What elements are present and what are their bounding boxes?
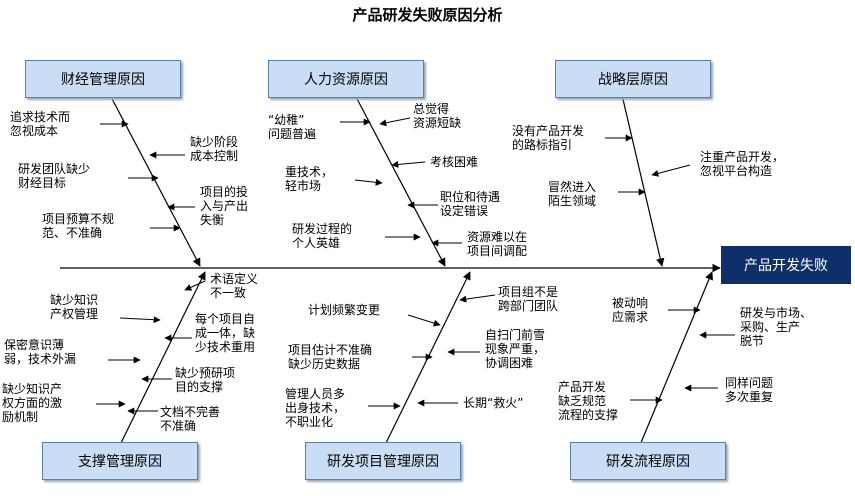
cause-s1: 没有产品开发 的路标指引	[512, 124, 585, 152]
cause-h1: “幼稚” 问题普遍	[268, 113, 317, 141]
bone-project	[384, 271, 471, 446]
cause-p5: 管理人员多 出身技术， 不职业化	[285, 387, 346, 429]
cause-p2: 项目组不是 跨部门团队	[498, 285, 559, 313]
category-hr: 人力资源原因	[268, 60, 424, 98]
cause-f5: 项目预算不规 范、不准确	[42, 212, 115, 240]
cause-h2: 总觉得 资源短缺	[413, 102, 462, 130]
cause-p6: 长期“救火”	[463, 396, 524, 410]
bone-finance	[109, 94, 201, 267]
arrow-h4	[354, 178, 383, 186]
category-process: 研发流程原因	[570, 442, 726, 480]
arrow-u1	[184, 280, 206, 291]
cause-h3: 考核困难	[430, 155, 479, 169]
cause-u2: 缺少知识 产权管理	[50, 293, 99, 321]
bone-process	[639, 271, 713, 446]
cause-u1: 术语定义 不一致	[210, 272, 259, 300]
cause-f3: 研发团队缺少 财经目标	[18, 162, 91, 190]
cause-s3: 冒然进入 陌生领域	[548, 180, 597, 208]
cause-u7: 文档不完善 不准确	[160, 405, 221, 433]
arrow-p1	[407, 314, 441, 327]
cause-f1: 追求技术而 忽视成本	[10, 110, 71, 138]
cause-u3: 每个项目自 成一体，缺 少技术重用	[195, 312, 256, 354]
cause-r3: 同样问题 多次重复	[725, 376, 774, 404]
cause-r2: 研发与市场、 采购、生产 脱节	[740, 306, 813, 348]
cause-h7: 资源难以在 项目间调配	[467, 230, 528, 258]
category-finance: 财经管理原因	[25, 60, 181, 98]
arrow-u2	[119, 316, 161, 324]
arrow-p2	[459, 294, 496, 303]
cause-f2: 缺少阶段 成本控制	[190, 135, 239, 163]
arrow-s2	[651, 164, 691, 177]
cause-s2: 注重产品开发， 忽视平台构造	[700, 150, 785, 178]
diagram-title: 产品研发失败原因分析	[352, 6, 503, 24]
cause-p1: 计划频繁变更	[308, 303, 381, 317]
cause-u4: 保密意识薄 弱，技术外漏	[4, 338, 77, 366]
cause-h5: 职位和待遇 设定错误	[440, 190, 501, 218]
effect-head: 产品开发失败	[721, 246, 851, 284]
cause-u6: 缺少知识产 权方面的激 励机制	[2, 382, 63, 424]
cause-p4: 自扫门前雪 现象严重， 协调困难	[485, 328, 546, 370]
bone-strategy	[621, 94, 665, 267]
arrow-h3	[391, 160, 426, 168]
cause-u5: 缺少预研项 目的支撑	[175, 366, 236, 394]
cause-h4: 重技术， 轻市场	[285, 165, 334, 193]
category-support: 支撑管理原因	[42, 442, 198, 480]
category-project: 研发项目管理原因	[305, 442, 461, 480]
category-strategy: 战略层原因	[555, 60, 711, 98]
cause-r1: 被动响 应需求	[612, 296, 649, 324]
bone-support	[119, 271, 206, 446]
cause-h6: 研发过程的 个人英雄	[292, 222, 353, 250]
cause-r4: 产品开发 缺乏规范 流程的支撑	[558, 380, 619, 422]
arrow-h2	[379, 117, 411, 127]
cause-p3: 项目估计不准确 缺少历史数据	[288, 343, 373, 371]
cause-f4: 项目的投 入与产出 失衡	[200, 185, 249, 227]
